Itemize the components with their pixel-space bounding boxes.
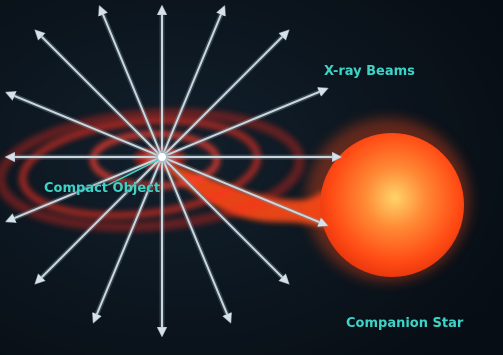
x-ray-beam: [161, 156, 324, 224]
x-ray-beam: [161, 10, 223, 158]
x-ray-beam: [38, 156, 163, 281]
compact-object-pointer: [107, 159, 159, 186]
companion-star-label: Companion Star: [346, 316, 464, 331]
x-ray-beam: [161, 156, 286, 281]
x-ray-beam: [161, 156, 229, 319]
compact-object: [158, 153, 166, 161]
x-ray-beam: [38, 33, 163, 158]
compact-object-label: Compact Object: [44, 181, 161, 196]
x-ray-beam: [10, 94, 163, 158]
x-ray-beam: [101, 10, 163, 158]
x-ray-beam: [10, 156, 163, 220]
x-ray-beam: [161, 33, 286, 158]
x-ray-beams: [10, 10, 337, 332]
companion-star: [320, 133, 464, 277]
x-ray-beam: [95, 156, 163, 319]
x-ray-beams-label: X-ray Beams: [324, 64, 415, 79]
x-ray-beam: [161, 90, 324, 158]
